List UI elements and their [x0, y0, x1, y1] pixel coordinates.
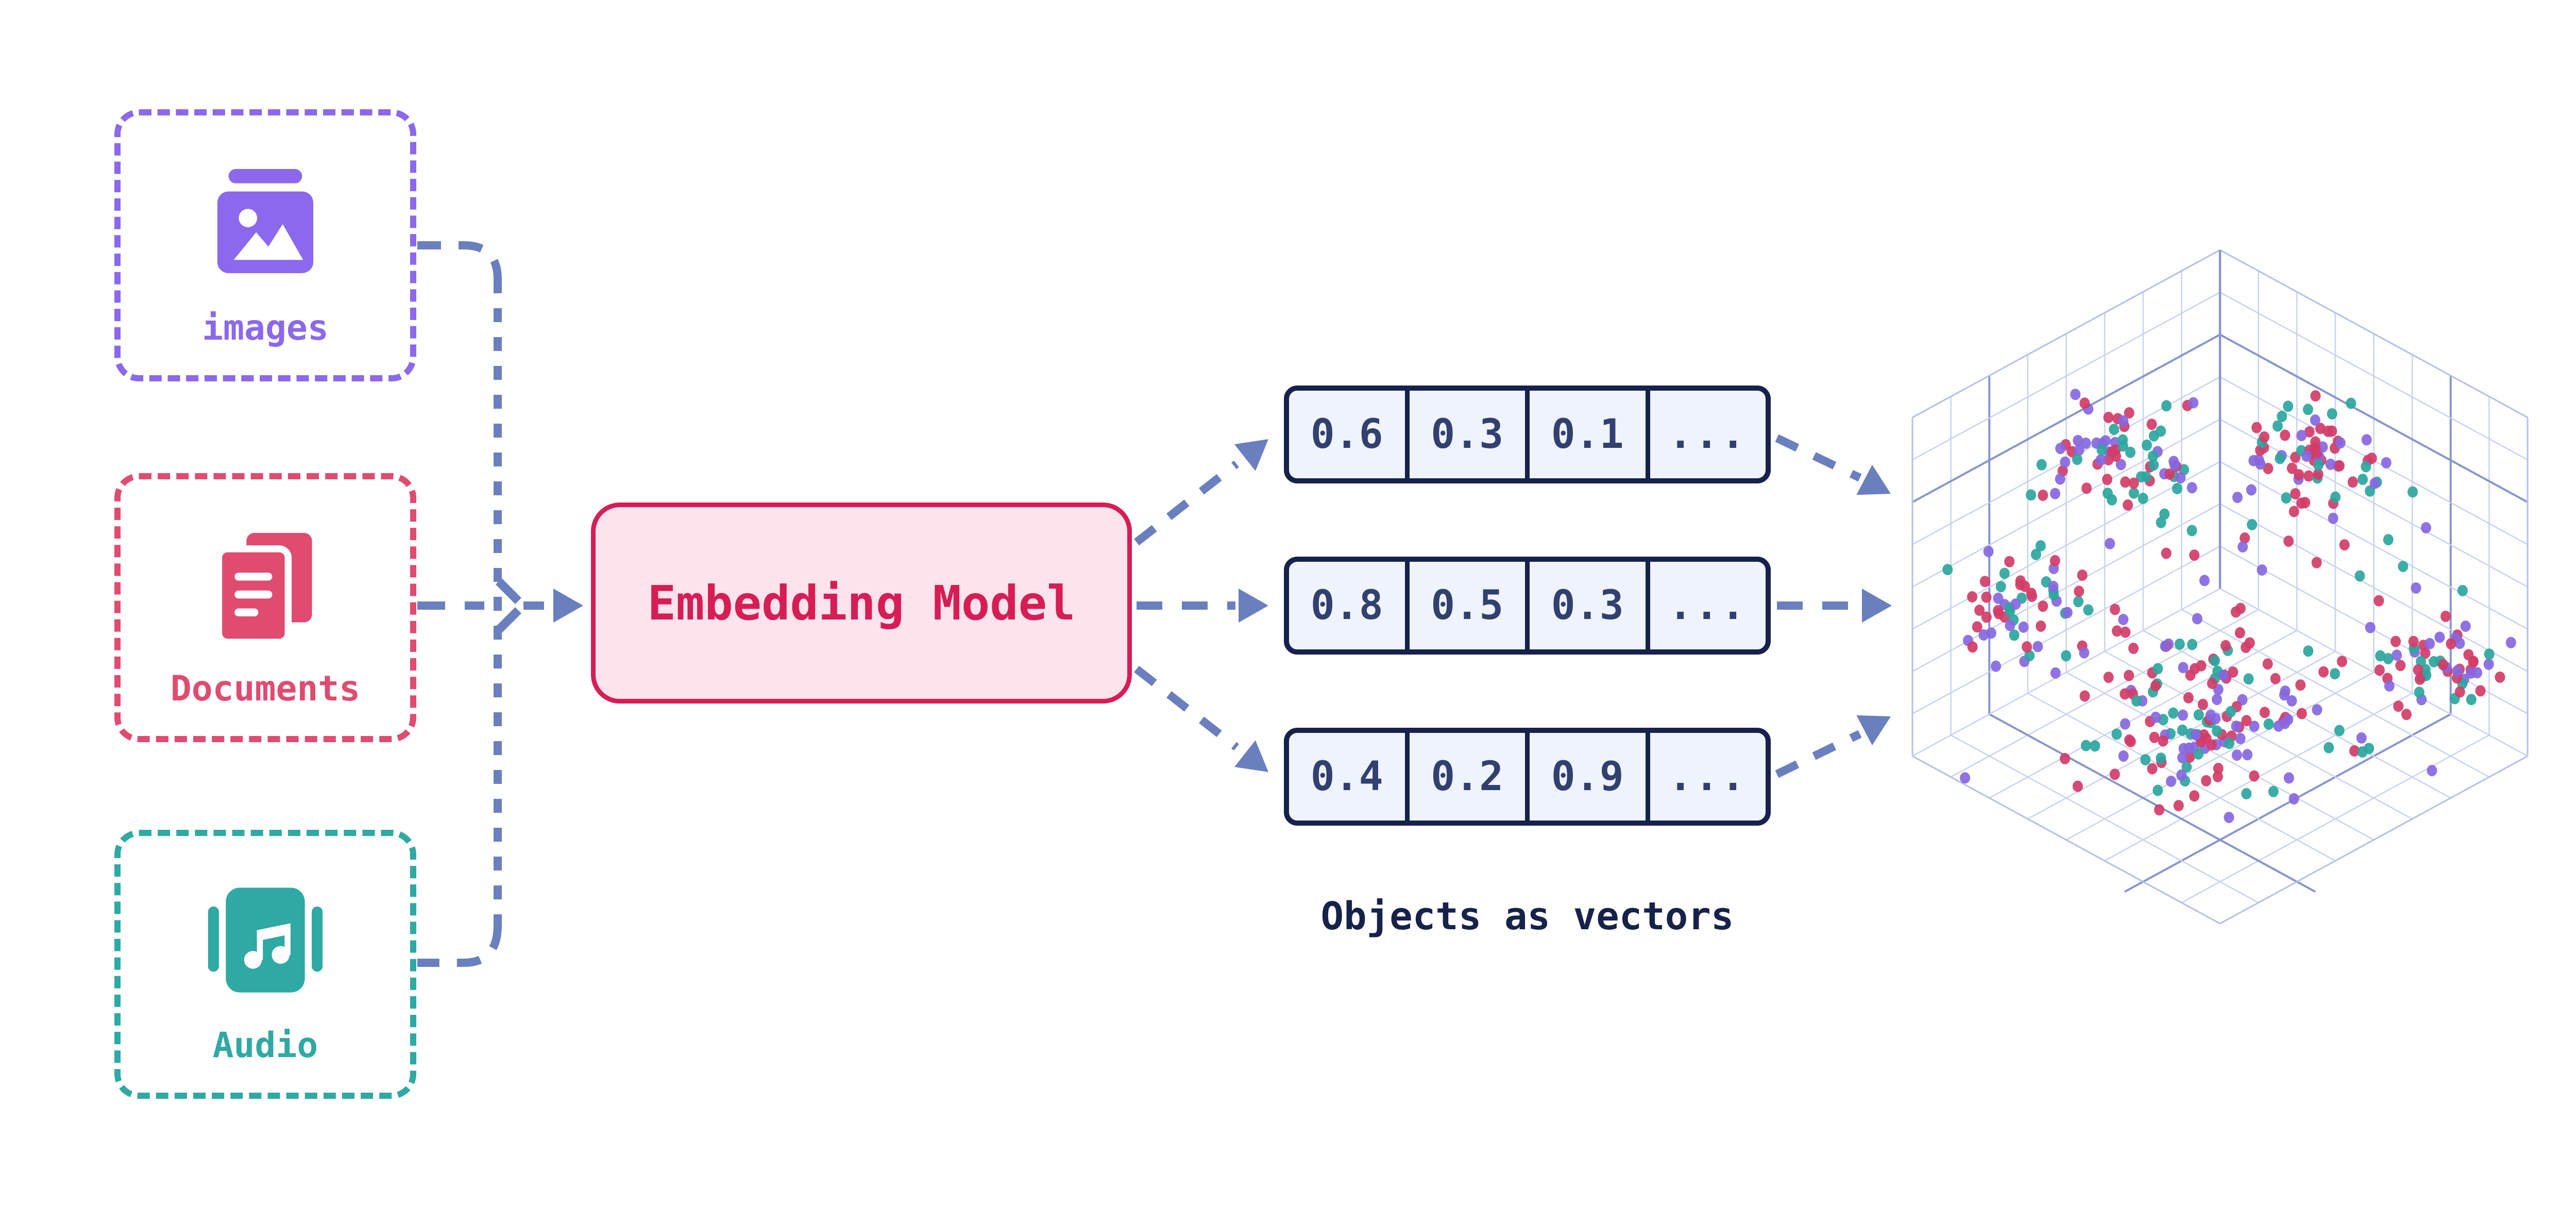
vector-cell: 0.5: [1410, 562, 1530, 649]
image-icon: [209, 165, 321, 275]
vector-cell: 0.3: [1530, 562, 1650, 649]
embedding-model-box: Embedding Model: [591, 503, 1132, 704]
vector-cell: ...: [1668, 754, 1748, 800]
vector-cell: 0.2: [1410, 733, 1530, 821]
embedding-model-label: Embedding Model: [647, 575, 1076, 631]
dashed-line-vector-3-to-space: [1775, 730, 1862, 778]
arrowhead-vector-3: [1234, 740, 1268, 772]
input-label-audio: Audio: [212, 1025, 318, 1066]
dashed-line-vector-1-to-space: [1775, 434, 1862, 482]
vectors-caption: Objects as vectors: [1320, 894, 1734, 939]
vector-row-2: 0.8 0.5 0.3 ...: [1284, 557, 1771, 655]
vector-cell: ...: [1668, 411, 1748, 458]
dashed-line-model-to-vector-1: [1134, 460, 1239, 546]
vector-cell: ...: [1668, 582, 1748, 629]
input-label-images: images: [202, 308, 329, 348]
input-box-images: images: [114, 109, 416, 381]
merge-chevron-icon: [495, 578, 522, 633]
documents-icon: [211, 529, 320, 646]
vector-space-3d-scatter: [1911, 249, 2529, 925]
vector-cell: 0.3: [1410, 391, 1530, 478]
vector-cell: 0.6: [1289, 391, 1410, 478]
vector-row-1: 0.6 0.3 0.1 ...: [1284, 386, 1771, 483]
arrowhead-vector-2: [1239, 589, 1268, 623]
dashed-line-images-to-trunk: [417, 241, 502, 280]
vector-cell: 0.4: [1289, 733, 1410, 821]
arrowhead-space-2: [1862, 589, 1892, 623]
arrowhead-vector-1: [1234, 439, 1268, 471]
vector-cell: 0.8: [1289, 562, 1410, 649]
arrowhead-into-model: [553, 589, 583, 623]
vector-row-3: 0.4 0.2 0.9 ...: [1284, 728, 1771, 826]
music-note-icon: [206, 885, 325, 995]
dashed-line-audio-to-trunk: [417, 925, 502, 967]
dashed-line-model-to-vector-3: [1134, 665, 1239, 751]
vector-cell: 0.9: [1530, 733, 1650, 821]
arrowhead-space-3: [1856, 715, 1891, 746]
input-label-documents: Documents: [170, 668, 361, 709]
input-box-documents: Documents: [114, 473, 416, 742]
vector-cell: 0.1: [1530, 391, 1650, 478]
arrowhead-space-1: [1856, 464, 1891, 495]
input-box-audio: Audio: [114, 830, 416, 1099]
